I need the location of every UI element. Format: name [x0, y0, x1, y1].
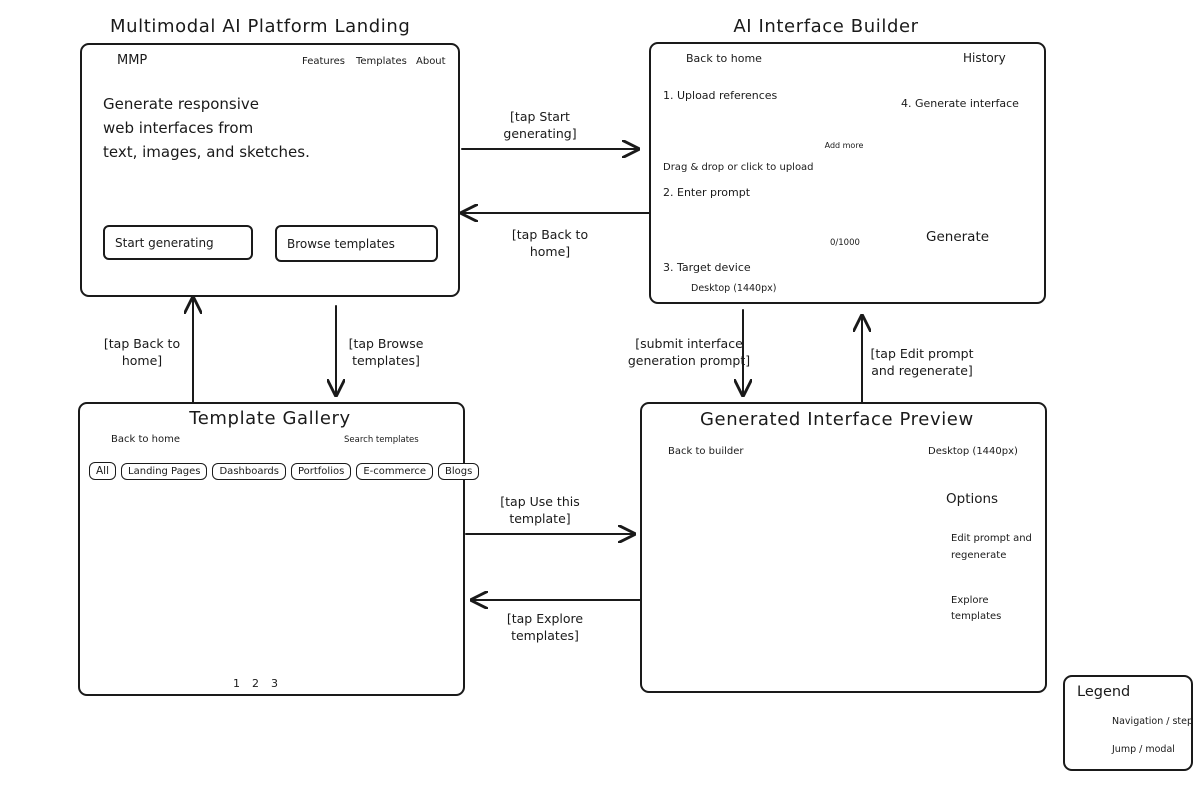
preview-back-link[interactable]: Back to builder	[668, 446, 744, 457]
edge-start-label: [tap Start generating]	[503, 109, 577, 141]
step-prompt-label: 2. Enter prompt	[663, 186, 751, 199]
history-link[interactable]: History	[963, 51, 1006, 65]
legend-dashed-label: Jump / modal	[1112, 744, 1175, 755]
nav-templates[interactable]: Templates	[356, 56, 407, 67]
gallery-back-link[interactable]: Back to home	[111, 434, 181, 445]
builder-back-link[interactable]: Back to home	[686, 52, 762, 65]
filter-ecommerce[interactable]: E-commerce	[356, 463, 434, 480]
step-generate-label: 4. Generate interface	[901, 97, 1019, 110]
edge-explore-label: [tap Explore templates]	[506, 611, 584, 643]
device-select[interactable]: Desktop (1440px)	[691, 283, 777, 294]
preview-screen	[640, 402, 1047, 693]
legend-solid-label: Navigation / step	[1112, 716, 1194, 727]
gallery-title: Template Gallery	[189, 408, 351, 429]
step-device-label: 3. Target device	[663, 261, 751, 274]
drop-hint: Drag & drop or click to upload	[663, 162, 814, 173]
nav-about[interactable]: About	[416, 56, 446, 67]
options-title: Options	[946, 491, 999, 507]
edge-submit-label: [submit interface generation prompt]	[627, 336, 751, 368]
start-generating-label: Start generating	[115, 236, 214, 250]
start-generating-button[interactable]: Start generating	[103, 225, 253, 260]
prompt-counter: 0/1000	[830, 238, 860, 248]
filter-all[interactable]: All	[89, 462, 117, 480]
filter-portfolios[interactable]: Portfolios	[290, 463, 352, 480]
generate-button[interactable]: Generate	[926, 229, 990, 245]
preview-title: Generated Interface Preview	[700, 409, 974, 430]
page-1[interactable]: 1	[233, 677, 240, 690]
add-more-label[interactable]: Add more	[824, 141, 864, 150]
filter-blogs[interactable]: Blogs	[438, 463, 480, 480]
legend-box	[1063, 675, 1193, 771]
hero-headline: Generate responsive web interfaces from …	[103, 95, 310, 161]
landing-title: Multimodal AI Platform Landing	[110, 16, 411, 37]
builder-title: AI Interface Builder	[733, 16, 919, 37]
step-upload-label: 1. Upload references	[663, 89, 778, 102]
edge-gallery-back-label: [tap Back to home]	[103, 336, 181, 368]
gallery-screen	[78, 402, 465, 696]
edge-browse-label: [tap Browse templates]	[348, 336, 424, 368]
edge-edit-label: [tap Edit prompt and regenerate]	[870, 346, 974, 378]
page-2[interactable]: 2	[252, 677, 259, 690]
explore-templates-option[interactable]: Explore templates	[951, 595, 1002, 622]
page-3[interactable]: 3	[271, 677, 278, 690]
legend-title: Legend	[1077, 684, 1131, 700]
gallery-search-input[interactable]: Search templates	[344, 435, 419, 445]
edge-use-label: [tap Use this template]	[500, 494, 580, 526]
browse-templates-label: Browse templates	[287, 237, 395, 251]
edit-prompt-option[interactable]: Edit prompt and regenerate	[951, 533, 1032, 561]
filter-dashboards[interactable]: Dashboards	[212, 463, 286, 480]
nav-features[interactable]: Features	[302, 56, 345, 67]
preview-device-select[interactable]: Desktop (1440px)	[928, 446, 1018, 457]
filter-landing-pages[interactable]: Landing Pages	[121, 463, 208, 480]
builder-screen	[649, 42, 1046, 304]
edge-back-home-label: [tap Back to home]	[511, 227, 589, 259]
logo-text[interactable]: MMP	[117, 53, 148, 68]
browse-templates-button[interactable]: Browse templates	[275, 225, 438, 262]
